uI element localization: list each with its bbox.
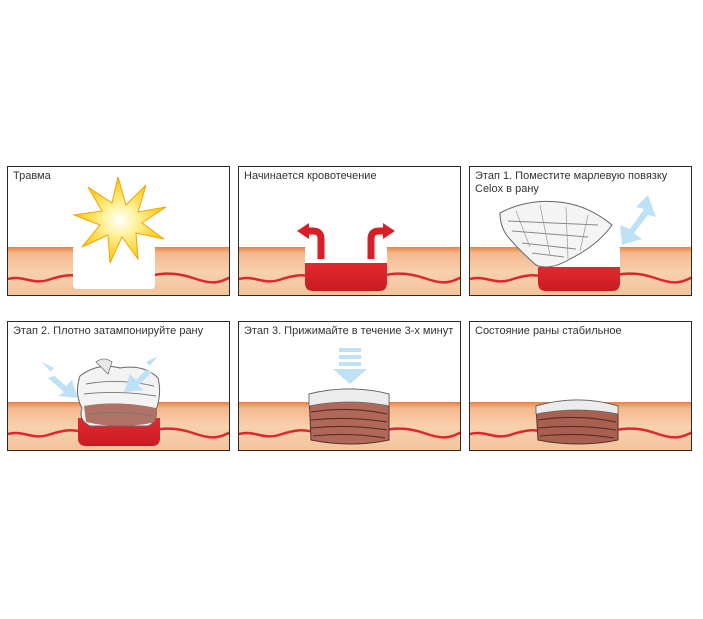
panel-caption: Этап 1. Поместите марлевую повязку Celox… <box>475 170 668 195</box>
panel-step-2: Этап 2. Плотно затампонируйте рану <box>7 321 230 451</box>
panel-stable: Состояние раны стабильное <box>469 321 692 451</box>
panel-step-3: Этап 3. Прижимайте в течение 3-х минут <box>238 321 461 451</box>
panel-caption: Состояние раны стабильное <box>475 325 622 337</box>
packed-gauze-icon <box>76 358 161 427</box>
press-down-arrow-icon <box>333 348 367 384</box>
panel-trauma: Травма <box>7 166 230 296</box>
gauze-dressing-icon <box>499 200 613 268</box>
bleed-arrow-left-icon <box>297 223 325 259</box>
blood-pool <box>538 267 620 291</box>
panel-caption: Начинается кровотечение <box>244 170 377 182</box>
push-arrow-right-icon <box>124 356 158 392</box>
panel-caption: Этап 2. Плотно затампонируйте рану <box>13 325 204 337</box>
impact-flash-icon <box>72 176 167 264</box>
stable-gauze-icon <box>535 399 619 445</box>
bleed-arrow-right-icon <box>367 223 395 259</box>
panel-step-1: Этап 1. Поместите марлевую повязку Celox… <box>469 166 692 296</box>
panel-caption: Этап 3. Прижимайте в течение 3-х минут <box>244 325 454 337</box>
compressed-gauze-icon <box>308 388 390 445</box>
blood-pool <box>305 263 387 291</box>
panel-bleeding: Начинается кровотечение <box>238 166 461 296</box>
panel-caption: Травма <box>13 170 51 182</box>
push-arrow-left-icon <box>42 362 78 398</box>
wound-cavity <box>73 245 155 289</box>
push-arrow-icon <box>620 195 656 245</box>
